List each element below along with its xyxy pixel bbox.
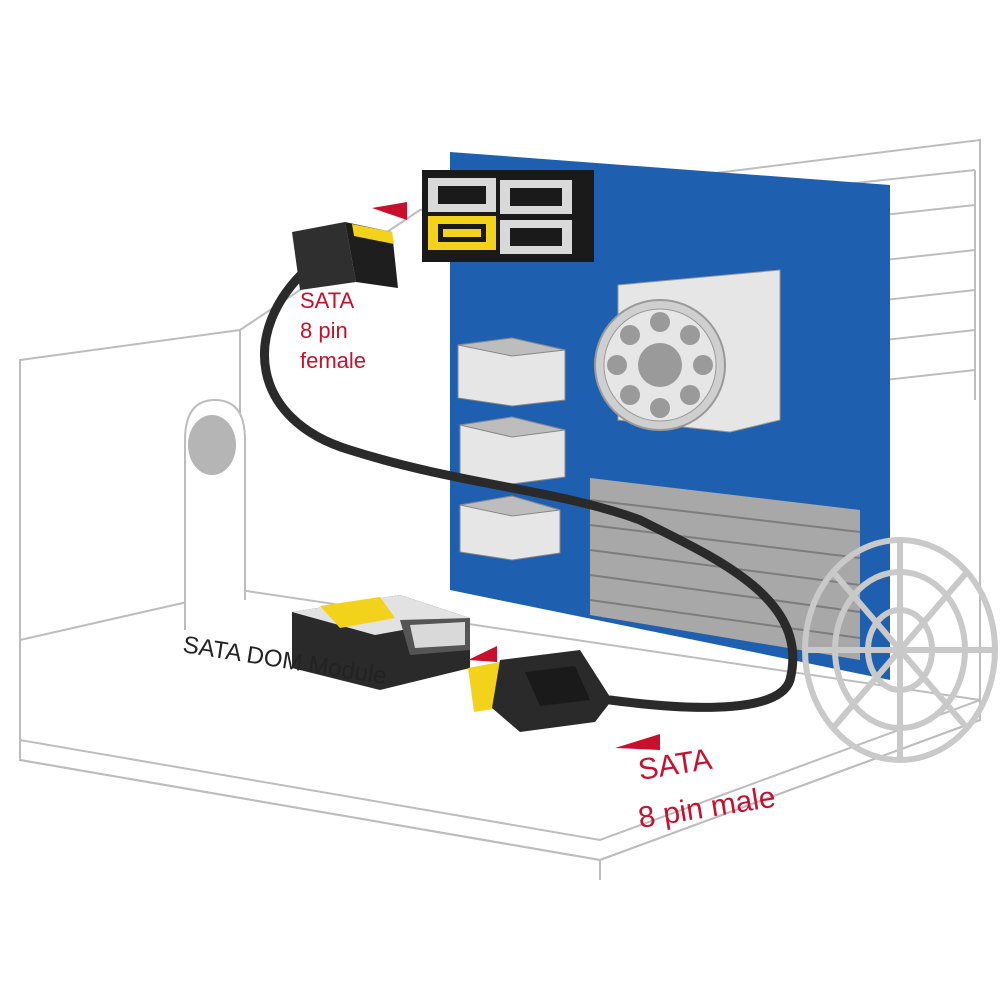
sata-cable	[260, 263, 798, 712]
sata-dom-module	[292, 595, 470, 690]
memory-blocks	[457, 337, 566, 561]
label-sata-female-3: female	[300, 348, 366, 373]
red-arrow-icon	[615, 734, 660, 750]
case-fan-icon	[802, 537, 998, 763]
label-sata-male-2: 8 pin male	[636, 781, 778, 835]
label-sata-female-2: 8 pin	[300, 318, 348, 343]
cpu-cooler	[594, 269, 781, 433]
red-arrow-icon	[468, 646, 497, 662]
sata-port-block	[422, 170, 594, 262]
expansion-bracket	[184, 398, 246, 630]
sata-female-connector	[292, 222, 398, 290]
sata-male-connector	[468, 650, 612, 732]
red-arrow-icon	[372, 202, 407, 220]
label-sata-female-1: SATA	[300, 288, 355, 313]
